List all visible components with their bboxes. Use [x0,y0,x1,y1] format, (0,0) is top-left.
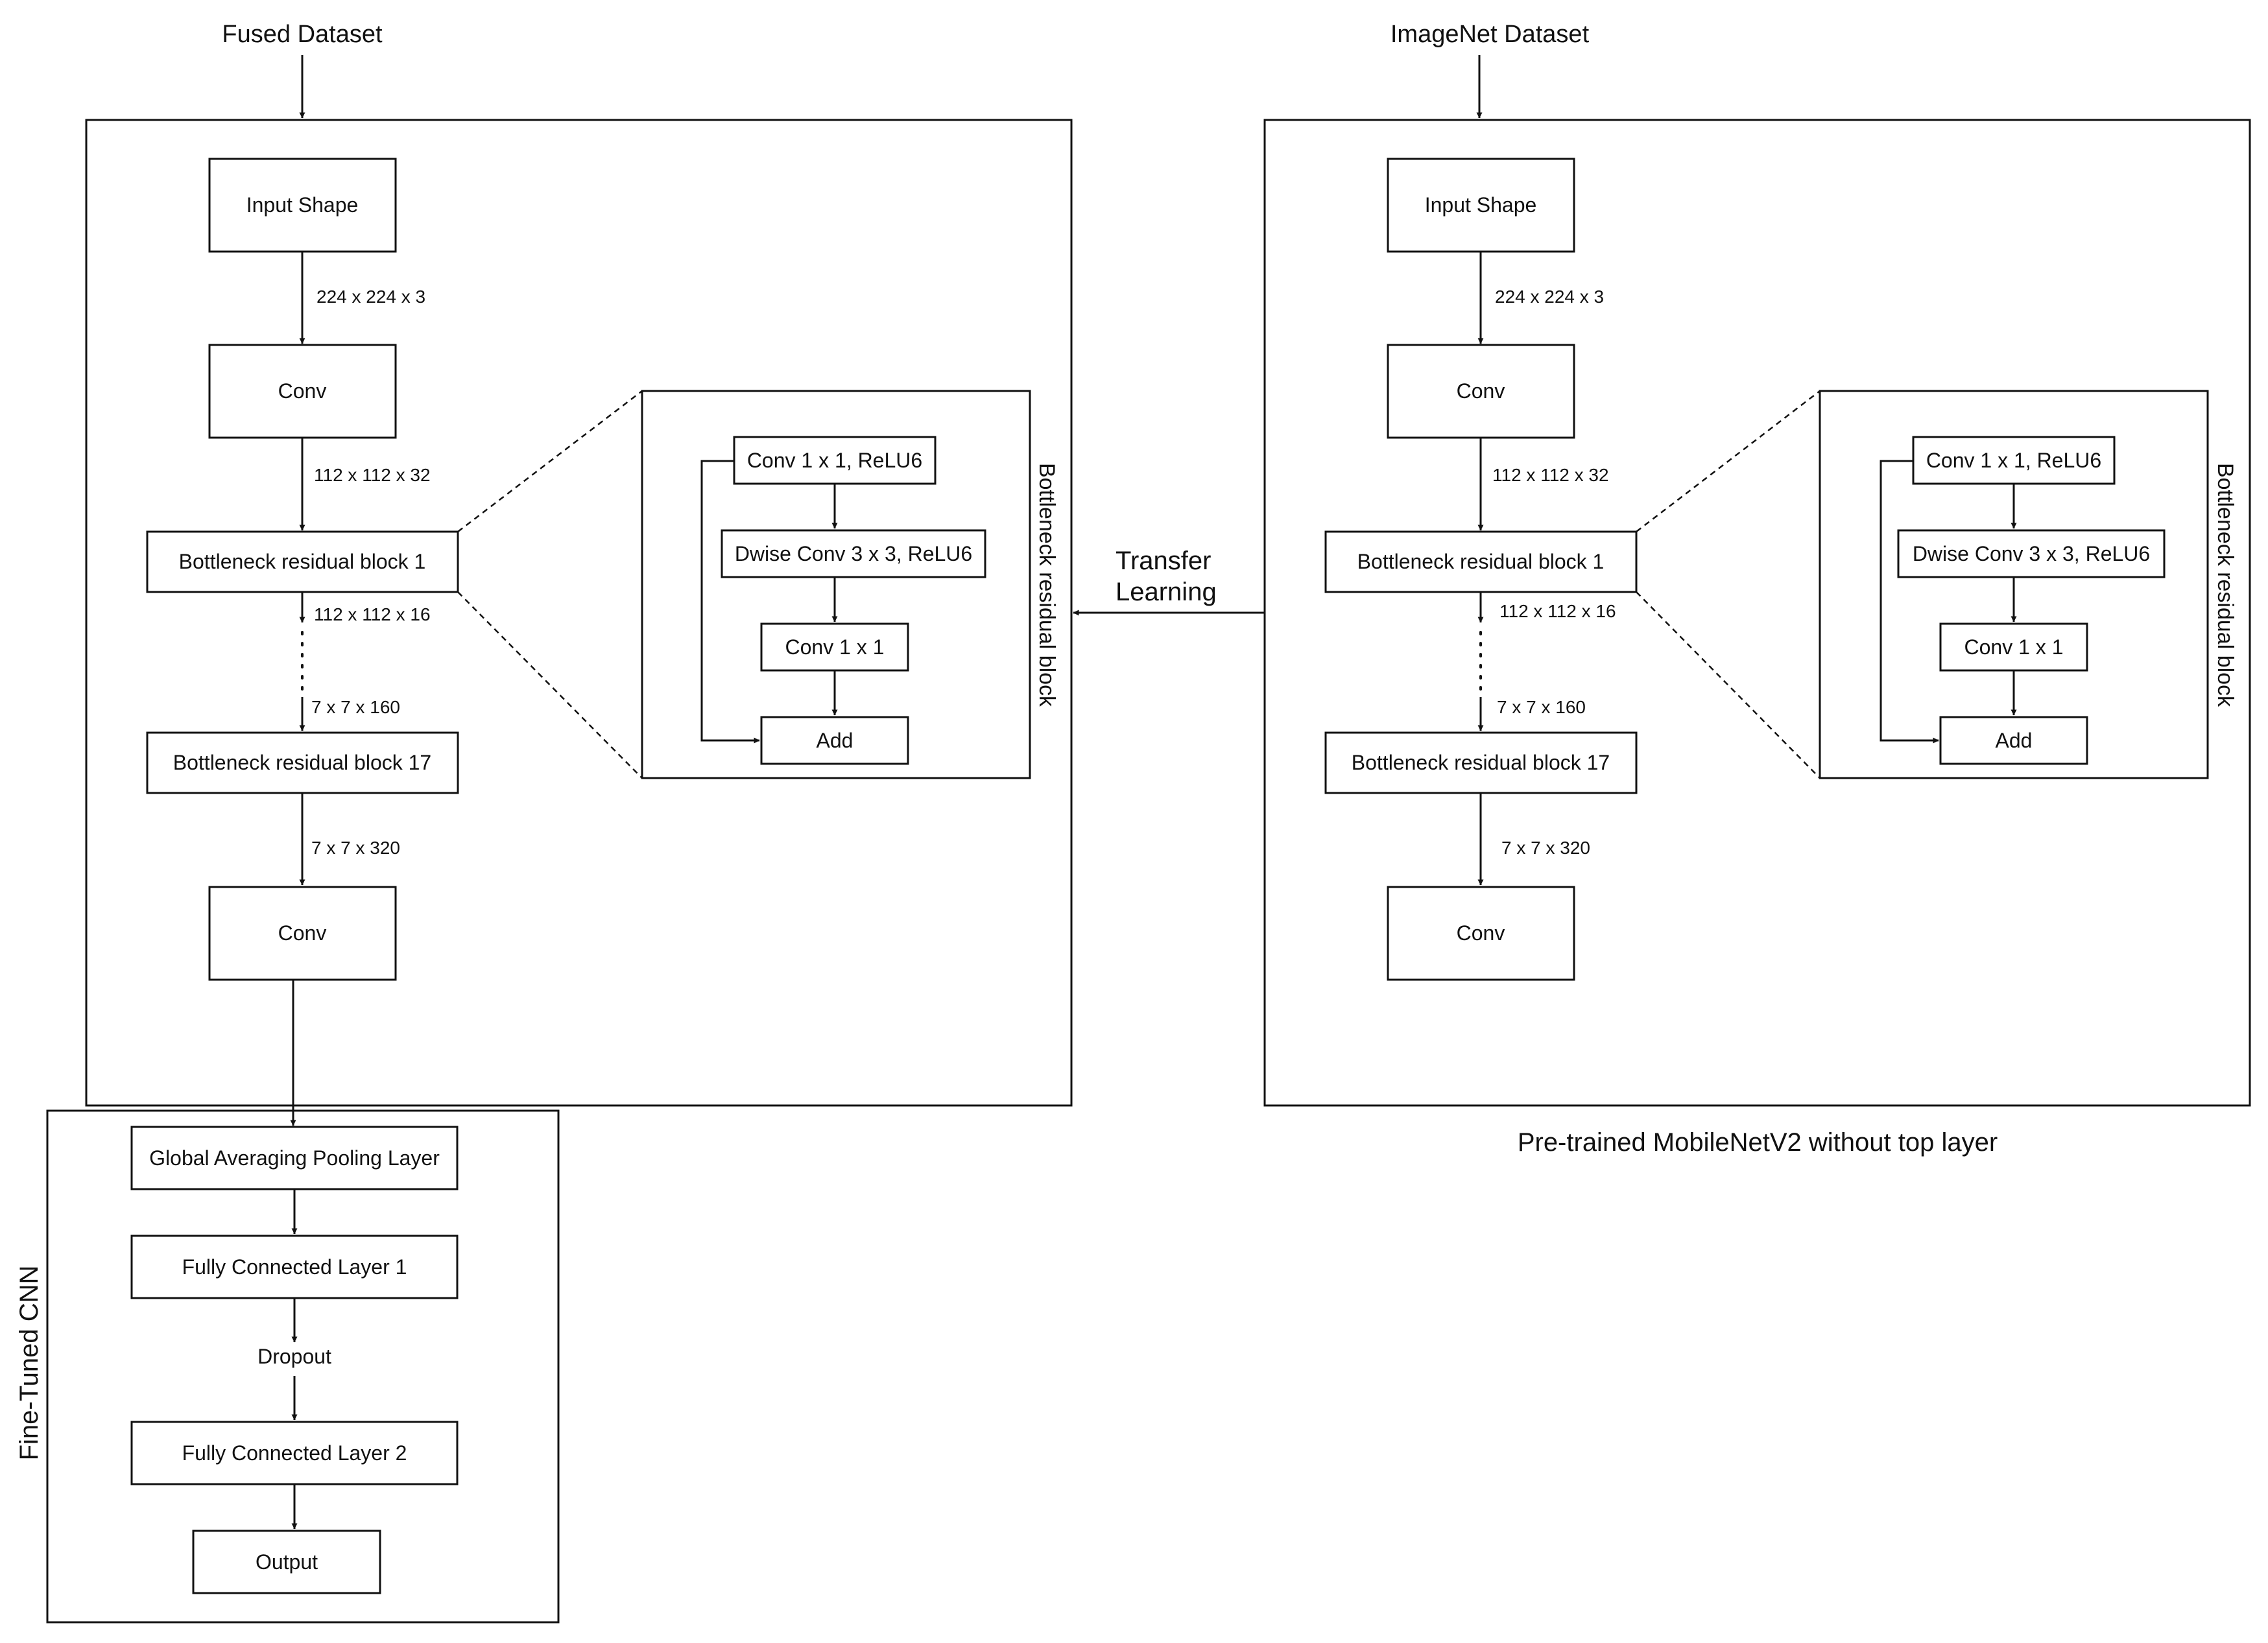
fine-tuned-frame [46,1109,560,1624]
transfer-learning-group: Transfer Learning [1073,547,1265,616]
transfer-learning-label-line-2: Learning [1116,578,1217,606]
fused-zoom-line-top [457,390,643,532]
pretrained-detail-add-box [1939,716,2088,765]
fused-bottleneck-1-label: Bottleneck residual block 1 [179,550,426,573]
pretrained-conv-2-box [1387,886,1575,981]
pretrained-caption: Pre-trained MobileNetV2 without top laye… [1518,1128,1998,1157]
fused-input-shape-box [208,158,397,253]
pretrained-detail-conv-box [1939,622,2088,672]
fc2-box [130,1421,459,1485]
pretrained-zoom-line-bottom [1636,591,1820,779]
pretrained-input-shape-label: Input Shape [1425,193,1537,217]
pretrained-conv-1-label: Conv [1457,379,1505,403]
fused-detail-conv-box [760,622,909,672]
fused-detail-skip-connection [700,460,760,744]
pretrained-zoom-line-top [1636,390,1820,532]
fused-conv-1-box [208,344,397,439]
fused-model-frame [85,119,1073,1107]
fused-detail-add-box [760,716,909,765]
output-label: Output [256,1550,318,1574]
pretrained-detail-conv-label: Conv 1 x 1 [1964,635,2064,659]
fused-detail-dwise-label: Dwise Conv 3 x 3, ReLU6 [735,542,972,565]
pretrained-dim-1: 224 x 224 x 3 [1495,287,1604,307]
pretrained-detail-dwise-box [1897,529,2166,578]
pretrained-detail-conv-relu-label: Conv 1 x 1, ReLU6 [1926,449,2101,472]
fine-tuned-title: Fine-Tuned CNN [15,1266,43,1461]
fc2-label: Fully Connected Layer 2 [182,1441,407,1465]
output-box [192,1530,381,1594]
pretrained-bottleneck-1-label: Bottleneck residual block 1 [1357,550,1605,573]
fused-dim-4: 7 x 7 x 160 [311,697,400,717]
dropout-label: Dropout [257,1345,331,1368]
fc1-label: Fully Connected Layer 1 [182,1255,407,1279]
fc1-box [130,1235,459,1299]
fused-detail-add-label: Add [817,729,853,752]
pretrained-detail-add-label: Add [1996,729,2033,752]
pretrained-bottleneck-17-box [1324,731,1638,794]
fused-dim-3: 112 x 112 x 16 [314,604,431,624]
fused-bottleneck-detail-frame [641,390,1031,779]
imagenet-dataset-label: ImageNet Dataset [1391,21,1590,48]
fused-zoom-line-bottom [457,591,643,779]
fused-dim-2: 112 x 112 x 32 [314,465,431,485]
pretrained-model-group: ImageNet Dataset Input Shape 224 x 224 x… [1263,21,2251,1157]
pretrained-conv-1-box [1387,344,1575,439]
pretrained-conv-2-label: Conv [1457,921,1505,945]
fused-bottleneck-1-box [146,530,459,593]
pretrained-detail-dwise-label: Dwise Conv 3 x 3, ReLU6 [1913,542,2150,565]
fused-conv-2-box [208,886,397,981]
fused-bottleneck-17-box [146,731,459,794]
fused-bottleneck-detail-title: Bottleneck residual block [1034,463,1059,707]
fused-dim-1: 224 x 224 x 3 [316,287,425,307]
pretrained-dim-5: 7 x 7 x 320 [1501,838,1590,858]
pretrained-dim-4: 7 x 7 x 160 [1497,697,1586,717]
fused-dim-5: 7 x 7 x 320 [311,838,400,858]
fused-detail-conv-relu-label: Conv 1 x 1, ReLU6 [747,449,922,472]
pretrained-input-shape-box [1387,158,1575,253]
fused-conv-1-label: Conv [278,379,327,403]
pretrained-bottleneck-detail-frame [1819,390,2209,779]
fused-input-shape-label: Input Shape [246,193,359,217]
pretrained-bottleneck-detail-title: Bottleneck residual block [2213,463,2238,707]
pretrained-bottleneck-17-label: Bottleneck residual block 17 [1352,751,1610,774]
fused-conv-2-label: Conv [278,921,327,945]
global-avg-pooling-label: Global Averaging Pooling Layer [149,1146,440,1170]
fine-tuned-cnn-group: Fine-Tuned CNN Global Averaging Pooling … [15,980,560,1624]
transfer-learning-label-line-1: Transfer [1116,547,1211,575]
fused-bottleneck-17-label: Bottleneck residual block 17 [173,751,431,774]
pretrained-detail-conv-relu-box [1912,436,2116,485]
fused-detail-dwise-box [721,529,986,578]
pretrained-dim-3: 112 x 112 x 16 [1499,601,1616,621]
fused-model-group: Fused Dataset Input Shape 224 x 224 x 3 … [85,21,1073,1107]
fused-detail-conv-label: Conv 1 x 1 [785,635,885,659]
fused-dataset-label: Fused Dataset [222,21,383,48]
pretrained-dim-2: 112 x 112 x 32 [1492,465,1609,485]
pretrained-detail-skip-connection [1880,460,1939,744]
